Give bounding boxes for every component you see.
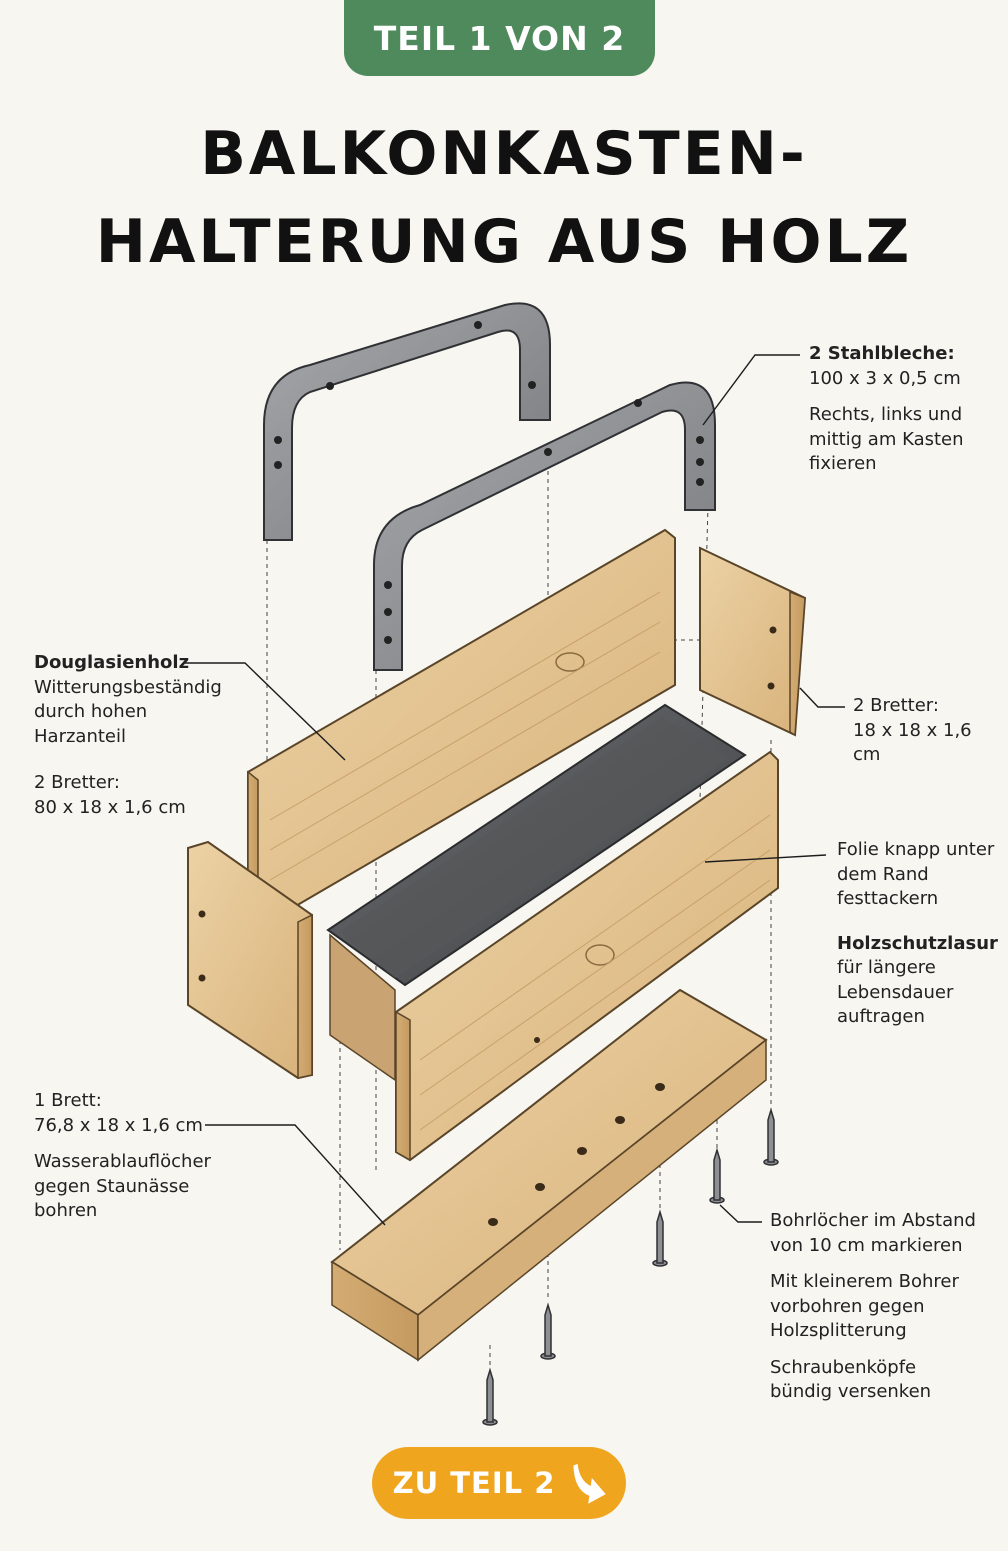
annotation-wood: Douglasienholz Witterungsbeständig durch… (34, 651, 224, 820)
screw (709, 1147, 725, 1204)
screw (652, 1209, 668, 1267)
title-line-1: BALKONKASTEN- (200, 119, 808, 189)
sideboards-head: 2 Bretter: (853, 695, 939, 716)
bottom-dims: 76,8 x 18 x 1,6 cm (34, 1114, 203, 1136)
steel-head: 2 Stahlbleche: (809, 343, 955, 364)
left-side-board (187, 840, 313, 1080)
drill-3a: Schraubenköpfe (770, 1356, 917, 1378)
steel-dims: 100 x 3 x 0,5 cm (809, 367, 961, 389)
title-line-2: HALTERUNG AUS HOLZ (95, 207, 913, 277)
foil-note2-3: auftragen (837, 1006, 925, 1027)
wood-note-1: Witterungsbeständig (34, 676, 222, 698)
drill-3b: bündig versenken (770, 1381, 932, 1402)
leader-lines (185, 354, 845, 1226)
screws (482, 1107, 779, 1426)
drill-2b: vorbohren gegen (770, 1295, 925, 1317)
steel-bracket-back (263, 302, 551, 541)
screw (482, 1367, 498, 1426)
steel-note-1: Rechts, links und (809, 404, 963, 425)
wood-count: 2 Bretter: (34, 772, 120, 793)
bottom-note-2: gegen Staunässe (34, 1175, 190, 1197)
drill-2c: Holzsplitterung (770, 1320, 907, 1341)
foil-note-3: festtackern (837, 888, 939, 909)
arrow-down-right-icon (573, 1463, 607, 1504)
next-part-button[interactable]: ZU TEIL 2 (372, 1447, 626, 1519)
foil-note2-1: für längere (837, 957, 936, 978)
screw (540, 1302, 556, 1360)
foil-note2-2: Lebensdauer (837, 981, 954, 1003)
annotation-bottom: 1 Brett: 76,8 x 18 x 1,6 cm Wasserablauf… (34, 1089, 234, 1224)
steel-note-2: mittig am Kasten (809, 428, 964, 450)
foil-note-2: dem Rand (837, 863, 929, 885)
foil-liner (326, 703, 747, 1082)
bottom-head: 1 Brett: (34, 1090, 102, 1111)
drill-1a: Bohrlöcher im Abstand (770, 1210, 976, 1231)
page-title: BALKONKASTEN- HALTERUNG AUS HOLZ (0, 110, 1008, 286)
annotation-steel: 2 Stahlbleche: 100 x 3 x 0,5 cm Rechts, … (809, 342, 999, 477)
drill-1b: von 10 cm markieren (770, 1234, 963, 1256)
annotation-sideboards: 2 Bretter: 18 x 18 x 1,6 cm (853, 694, 1003, 768)
bottom-note-3: bohren (34, 1200, 98, 1221)
screw (763, 1107, 779, 1166)
steel-note-3: fixieren (809, 453, 877, 474)
bottom-note-1: Wasserablauflöcher (34, 1151, 211, 1172)
next-part-label: ZU TEIL 2 (392, 1466, 556, 1500)
part-badge: TEIL 1 VON 2 (344, 0, 655, 76)
drill-2a: Mit kleinerem Bohrer (770, 1271, 959, 1292)
front-long-board (395, 750, 779, 1162)
wood-note-2: durch hohen (34, 701, 148, 722)
annotation-drill: Bohrlöcher im Abstand von 10 cm markiere… (770, 1209, 1002, 1405)
sideboards-dims: 18 x 18 x 1,6 cm (853, 719, 972, 766)
right-side-board (699, 546, 807, 737)
wood-head: Douglasienholz (34, 652, 190, 673)
wood-dims: 80 x 18 x 1,6 cm (34, 796, 186, 818)
wood-note-3: Harzanteil (34, 725, 126, 747)
annotation-foil: Folie knapp unter dem Rand festtackern H… (837, 838, 1002, 1030)
foil-note-1: Folie knapp unter (837, 839, 995, 860)
steel-bracket-front (373, 381, 716, 671)
foil-head: Holzschutzlasur (837, 932, 998, 954)
bottom-board (330, 988, 768, 1362)
